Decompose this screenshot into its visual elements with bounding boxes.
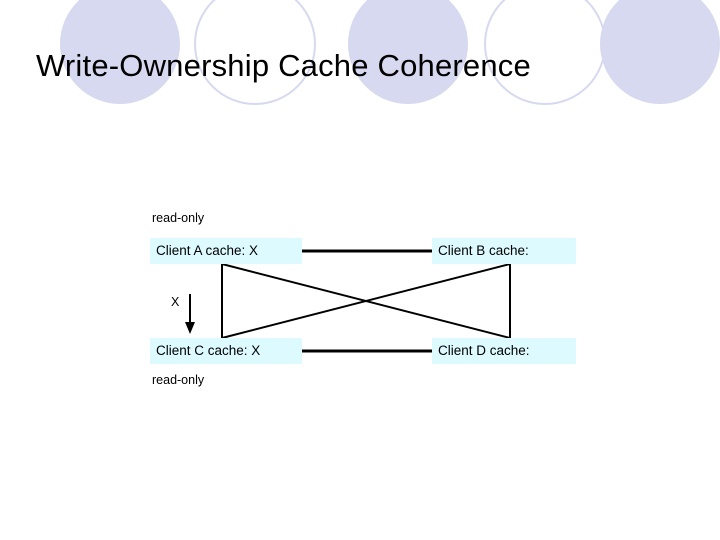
annotation-read-only-bottom: read-only: [152, 373, 205, 387]
cache-box-client-a[interactable]: Client A cache: X: [150, 238, 302, 264]
cache-box-client-b[interactable]: Client B cache:: [432, 238, 576, 264]
annotation-x-token: X: [171, 295, 180, 309]
cache-box-client-c[interactable]: Client C cache: X: [150, 338, 302, 364]
link-lines: [221, 249, 511, 353]
page-title: Write-Ownership Cache Coherence: [36, 48, 531, 83]
x-transfer-arrow: [185, 294, 195, 334]
link-b-c: [221, 263, 511, 339]
cache-box-client-d[interactable]: Client D cache:: [432, 338, 576, 364]
annotation-read-only-top: read-only: [152, 211, 205, 225]
